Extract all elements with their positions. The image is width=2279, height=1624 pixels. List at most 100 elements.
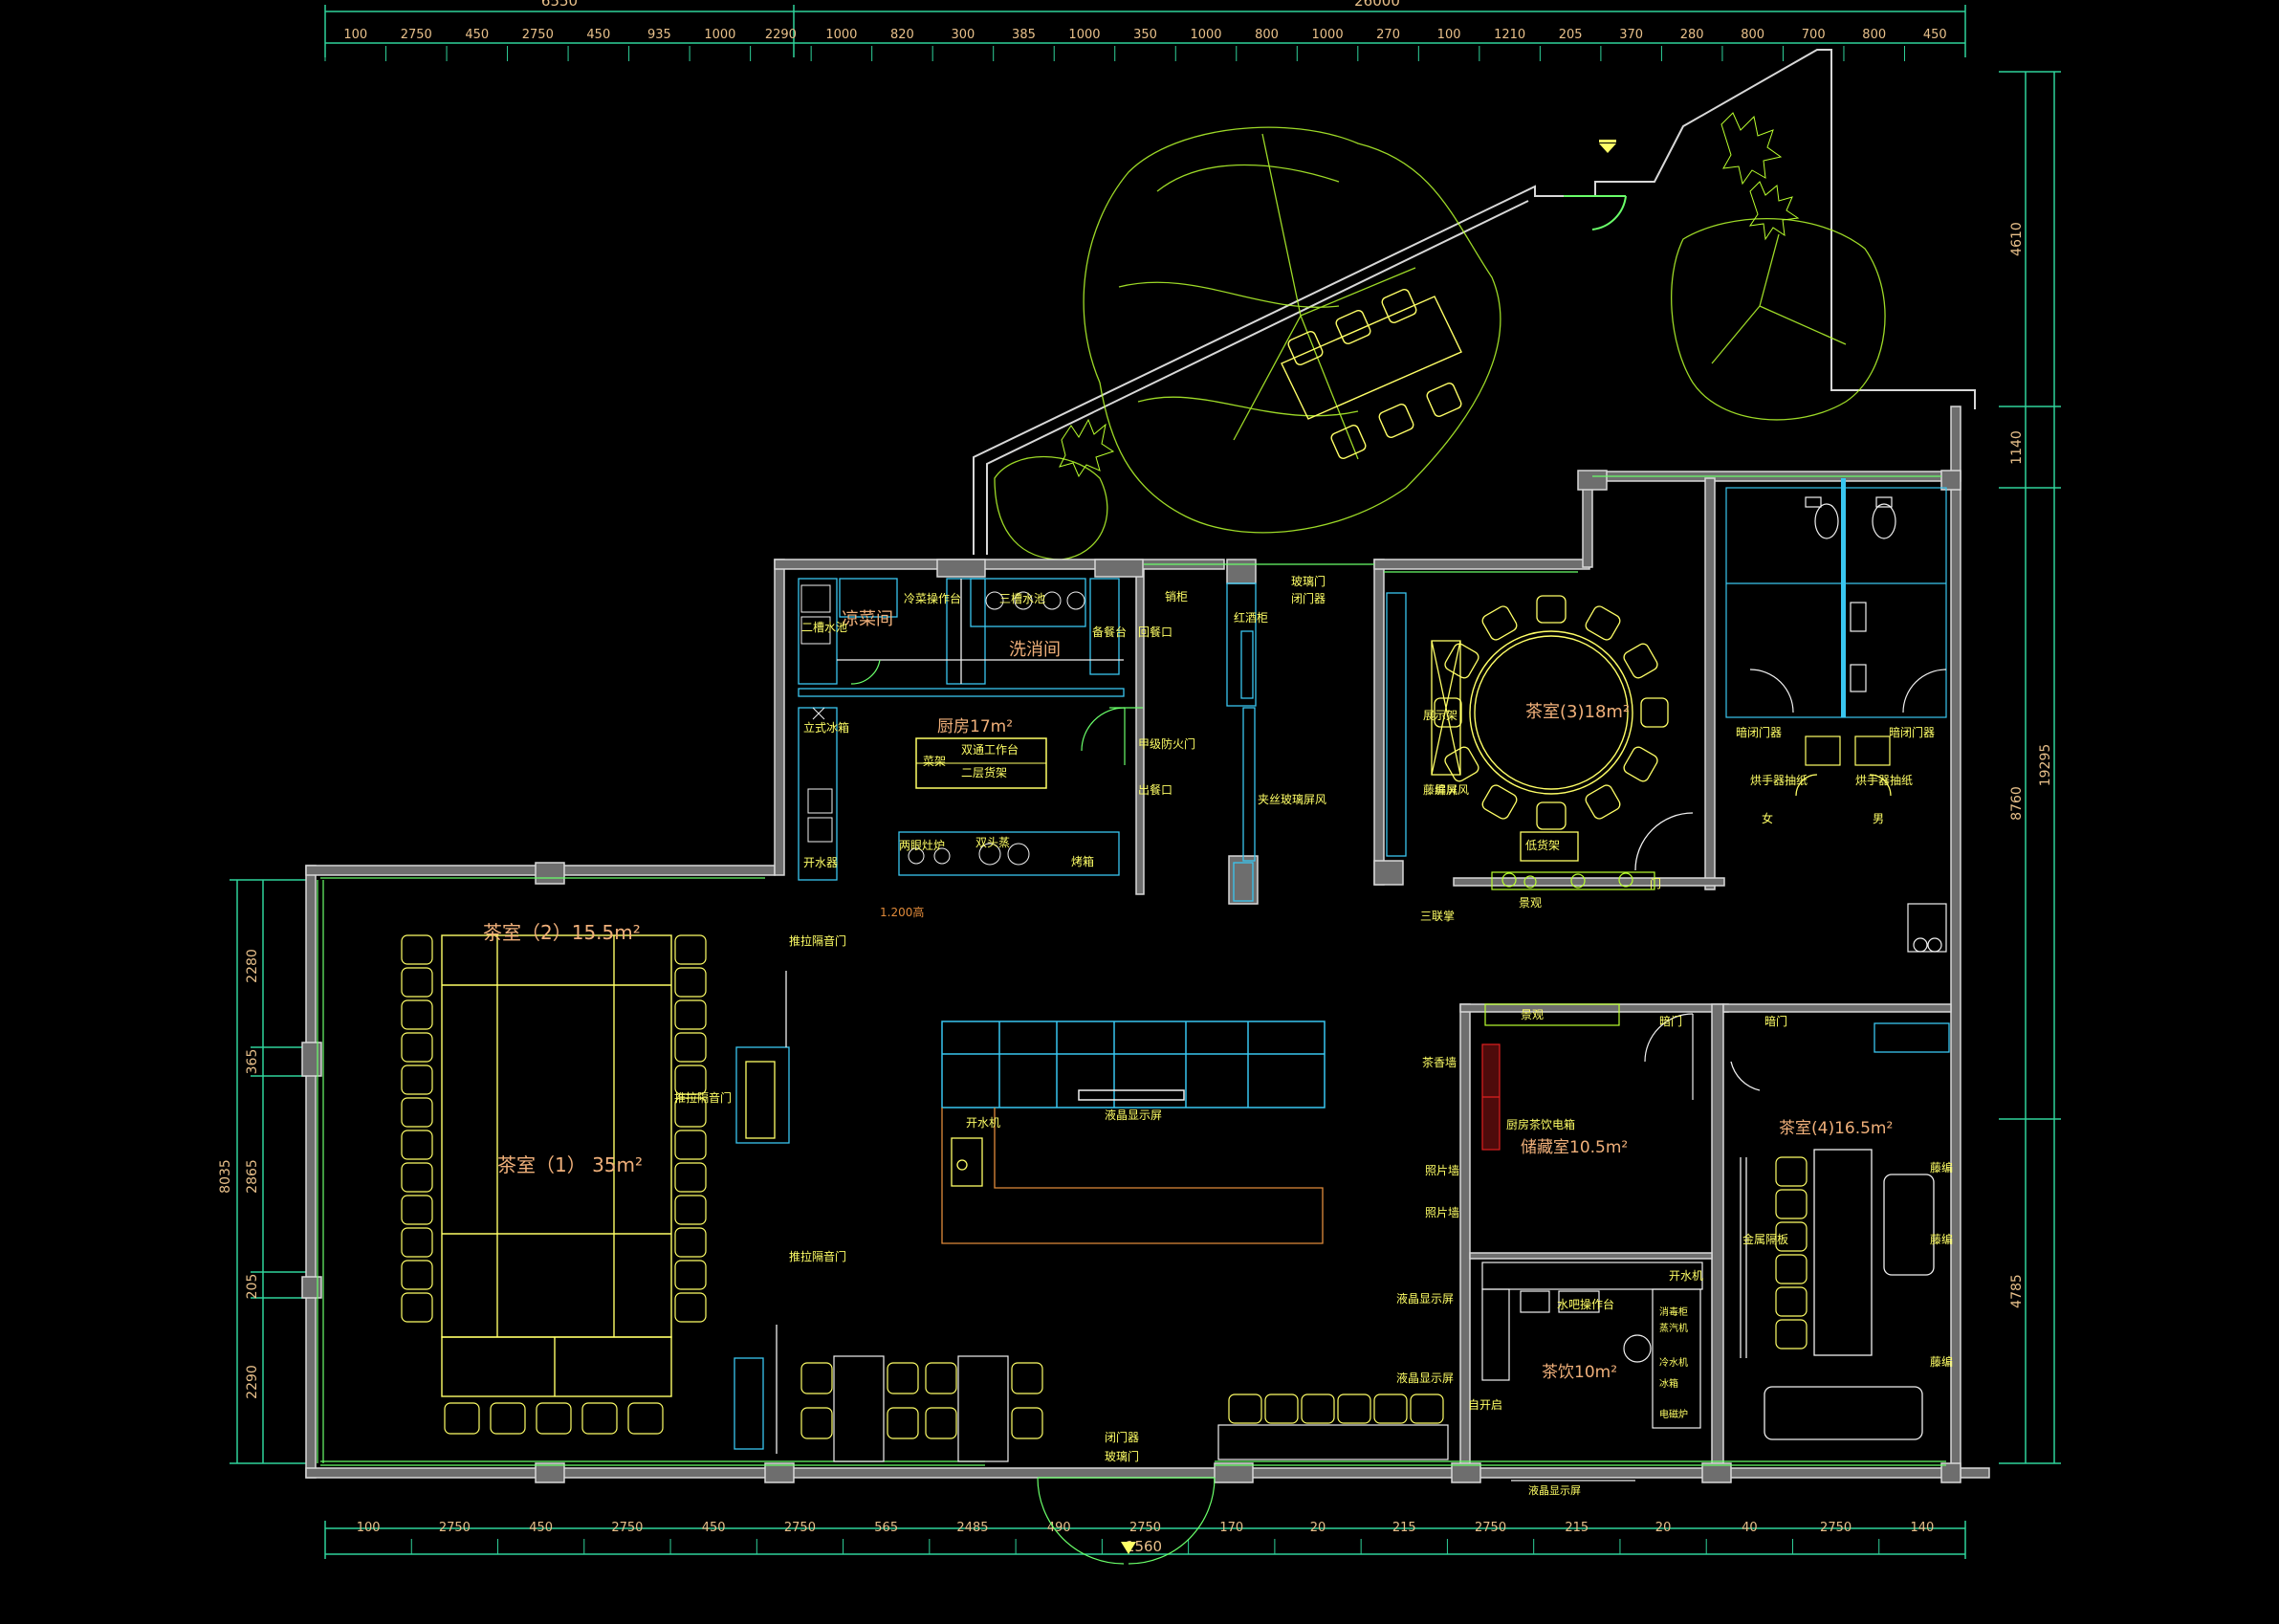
central-cabinets bbox=[941, 1020, 1326, 1108]
lbl-shoe-cab: 三联掌 bbox=[1420, 910, 1455, 923]
lbl-water-k1: 开水器 bbox=[803, 856, 838, 869]
right-dim-2: 1140 bbox=[2009, 430, 2025, 465]
lbl-gate: 门 bbox=[1650, 876, 1661, 890]
bottom-dim-13: 2750 bbox=[1475, 1521, 1506, 1535]
drink-counter bbox=[1481, 1262, 1703, 1429]
reception-counter bbox=[941, 1108, 1324, 1244]
chair bbox=[627, 1402, 664, 1435]
lbl-sink-left: 二槽水池 bbox=[801, 621, 847, 634]
lbl-e5: 电磁炉 bbox=[1659, 1408, 1688, 1420]
top-dim-4: 450 bbox=[586, 28, 610, 42]
chair bbox=[1264, 1394, 1299, 1424]
top-dimension-chain bbox=[324, 5, 1966, 57]
top-dim-20: 205 bbox=[1559, 28, 1583, 42]
chair bbox=[1775, 1286, 1808, 1317]
chair bbox=[1481, 784, 1518, 820]
top-dim-15: 800 bbox=[1255, 28, 1279, 42]
room-title-kitchen: 厨房17m² bbox=[937, 717, 1013, 736]
chair bbox=[401, 1195, 433, 1225]
chair bbox=[1481, 605, 1518, 641]
kitchen-equipment bbox=[800, 584, 1085, 866]
top-dim-0: 100 bbox=[343, 28, 367, 42]
lbl-water-k2: 开水机 bbox=[966, 1116, 1000, 1130]
chair bbox=[674, 1130, 707, 1160]
chair bbox=[674, 967, 707, 998]
chair bbox=[401, 1227, 433, 1258]
lbl-serve2: 回餐口 bbox=[1138, 625, 1172, 639]
lbl-dark-door2: 暗门 bbox=[1764, 1014, 1787, 1028]
lbl-hid-closer2: 暗闭门器 bbox=[1889, 725, 1935, 739]
lbl-oven: 烤箱 bbox=[1071, 854, 1094, 868]
room-title-tea2: 茶室（2）15.5m² bbox=[483, 921, 641, 944]
chair bbox=[800, 1407, 833, 1439]
chair bbox=[401, 1097, 433, 1128]
bottom-dim-18: 140 bbox=[1910, 1521, 1934, 1535]
right-dim-4: 4785 bbox=[2009, 1274, 2025, 1308]
chair bbox=[925, 1362, 957, 1394]
right-dim-total: 19295 bbox=[2038, 744, 2053, 787]
chair bbox=[401, 967, 433, 998]
left-dim-2: 365 bbox=[245, 1049, 260, 1075]
top-dim-26: 450 bbox=[1923, 28, 1947, 42]
chair bbox=[674, 1032, 707, 1063]
chair bbox=[1444, 643, 1479, 679]
tea4-chairs bbox=[1775, 1156, 1808, 1350]
tea4-furniture bbox=[1730, 1022, 1950, 1440]
room-title-cold: 凉菜间 bbox=[842, 609, 893, 629]
lbl-display2: 藤编屏风 bbox=[1423, 782, 1469, 797]
chair bbox=[800, 1362, 833, 1394]
chair bbox=[1775, 1189, 1808, 1219]
chair bbox=[1585, 784, 1621, 820]
bottom-dim-0: 100 bbox=[357, 1521, 381, 1535]
chair bbox=[1011, 1407, 1043, 1439]
top-dim-8: 1000 bbox=[825, 28, 857, 42]
left-dim-1: 2280 bbox=[245, 949, 260, 983]
top-dim-14: 1000 bbox=[1190, 28, 1221, 42]
kitchen-doors bbox=[850, 659, 1143, 765]
terrace-outline bbox=[973, 49, 1976, 555]
bottom-dim-4: 450 bbox=[702, 1521, 726, 1535]
lbl-double-work: 双通工作台 bbox=[961, 742, 1019, 757]
tea1-long-table bbox=[441, 934, 672, 1397]
chair bbox=[674, 1227, 707, 1258]
tea3-table bbox=[1469, 630, 1633, 795]
top-dim-18: 100 bbox=[1437, 28, 1461, 42]
sliding-panels bbox=[734, 971, 790, 1454]
bottom-dim-2: 450 bbox=[529, 1521, 553, 1535]
top-dim-9: 820 bbox=[890, 28, 914, 42]
bottom-dim-10: 170 bbox=[1219, 1521, 1243, 1535]
bottom-dim-11: 20 bbox=[1310, 1521, 1326, 1535]
lbl-tea-wall: 茶香墙 bbox=[1422, 1055, 1457, 1069]
top-dim-13: 350 bbox=[1133, 28, 1157, 42]
lbl-e1: 消毒柜 bbox=[1659, 1306, 1688, 1318]
lbl-vege: 菜架 bbox=[923, 755, 946, 768]
lbl-serve1: 备餐台 bbox=[1092, 625, 1127, 639]
bottom-dim-15: 20 bbox=[1655, 1521, 1672, 1535]
lbl-auto-open: 自开启 bbox=[1468, 1398, 1502, 1412]
top-dim-16: 1000 bbox=[1312, 28, 1344, 42]
chair bbox=[674, 1162, 707, 1193]
terrace-door bbox=[1564, 140, 1627, 230]
lbl-cooker: 双头蒸 bbox=[975, 836, 1010, 849]
chair bbox=[1337, 1394, 1371, 1424]
chair bbox=[887, 1407, 919, 1439]
top-overall-right: 26000 bbox=[1354, 0, 1400, 10]
lounge-chairs bbox=[800, 1362, 1444, 1439]
chair bbox=[401, 1162, 433, 1193]
chair bbox=[674, 1292, 707, 1323]
right-dimension-chain bbox=[1999, 71, 2061, 1464]
lbl-metal-panel: 金属隔板 bbox=[1742, 1232, 1788, 1246]
lbl-sale-cab: 销柜 bbox=[1165, 590, 1188, 604]
lbl-lcd-left2: 液晶显示屏 bbox=[1396, 1371, 1454, 1385]
chair bbox=[887, 1362, 919, 1394]
room-title-wash: 洗消间 bbox=[1009, 640, 1061, 660]
lbl-stove: 两眼灶炉 bbox=[899, 839, 945, 852]
lbl-fridge: 立式冰箱 bbox=[803, 720, 849, 735]
lbl-high-cab: 1.200高 bbox=[880, 905, 924, 919]
lbl-closer2: 闭门器 bbox=[1105, 1430, 1139, 1444]
top-dim-24: 700 bbox=[1802, 28, 1826, 42]
top-dim-25: 800 bbox=[1862, 28, 1886, 42]
top-dim-22: 280 bbox=[1680, 28, 1704, 42]
lbl-dryer2: 烘手器抽纸 bbox=[1855, 774, 1913, 787]
